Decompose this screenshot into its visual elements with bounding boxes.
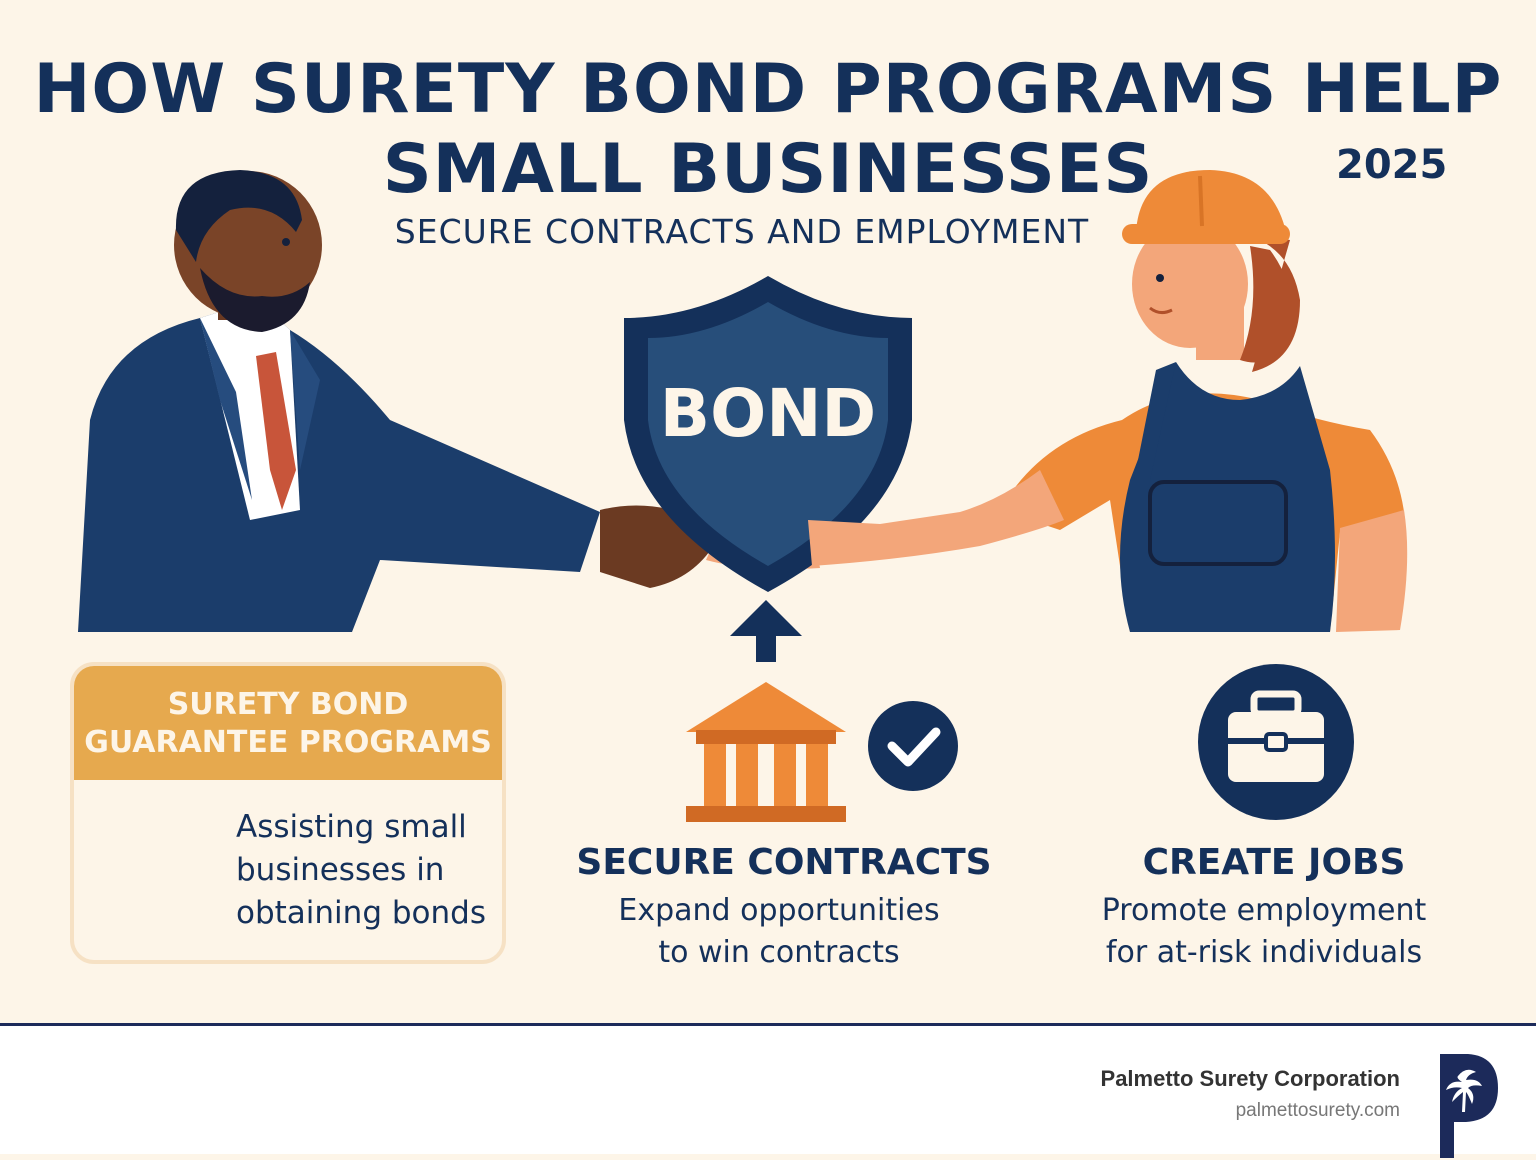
footer: Palmetto Surety Corporation palmettosure…: [0, 1026, 1536, 1158]
footer-divider: [0, 1023, 1536, 1026]
contracts-desc-line-1: Expand opportunities: [618, 893, 940, 928]
shield-icon: [624, 276, 912, 592]
checkmark-icon: [868, 701, 958, 791]
secure-contracts-description: Expand opportunities to win contracts: [556, 890, 1002, 974]
card-text-line-3: obtaining bonds: [236, 895, 486, 931]
year-label: 2025: [1336, 142, 1448, 188]
briefcase-icon: [1198, 664, 1354, 820]
company-website: palmettosurety.com: [1235, 1100, 1400, 1121]
card-description: Assisting small businesses in obtaining …: [236, 806, 496, 935]
title-line-1: HOW SURETY BOND PROGRAMS HELP: [33, 50, 1503, 129]
subtitle: SECURE CONTRACTS AND EMPLOYMENT: [394, 212, 1090, 251]
create-jobs-description: Promote employment for at-risk individua…: [1056, 890, 1472, 974]
up-arrow-icon: [730, 600, 802, 662]
card-header-line-1: SURETY BOND: [167, 687, 409, 722]
worker-illustration: [808, 170, 1408, 632]
card-header: SURETY BOND GUARANTEE PROGRAMS: [74, 666, 502, 780]
bank-building-icon: [686, 682, 846, 822]
jobs-desc-line-2: for at-risk individuals: [1105, 935, 1423, 970]
secure-contracts-title: SECURE CONTRACTS: [576, 842, 992, 883]
card-text-line-1: Assisting small: [236, 809, 467, 845]
page-title: HOW SURETY BOND PROGRAMS HELP SMALL BUSI…: [0, 50, 1536, 210]
card-header-line-2: GUARANTEE PROGRAMS: [84, 725, 492, 760]
jobs-desc-line-1: Promote employment: [1101, 893, 1427, 928]
guarantee-programs-card: SURETY BOND GUARANTEE PROGRAMS Assisting…: [70, 662, 506, 964]
company-name: Palmetto Surety Corporation: [1100, 1066, 1400, 1091]
businessman-illustration: [78, 170, 600, 632]
palmetto-logo-icon: [1440, 1054, 1498, 1158]
card-text-line-2: businesses in: [236, 852, 445, 888]
create-jobs-title: CREATE JOBS: [1142, 842, 1406, 883]
title-line-2: SMALL BUSINESSES: [382, 130, 1154, 209]
contracts-desc-line-2: to win contracts: [658, 935, 900, 970]
shield-label: BOND: [659, 375, 877, 452]
